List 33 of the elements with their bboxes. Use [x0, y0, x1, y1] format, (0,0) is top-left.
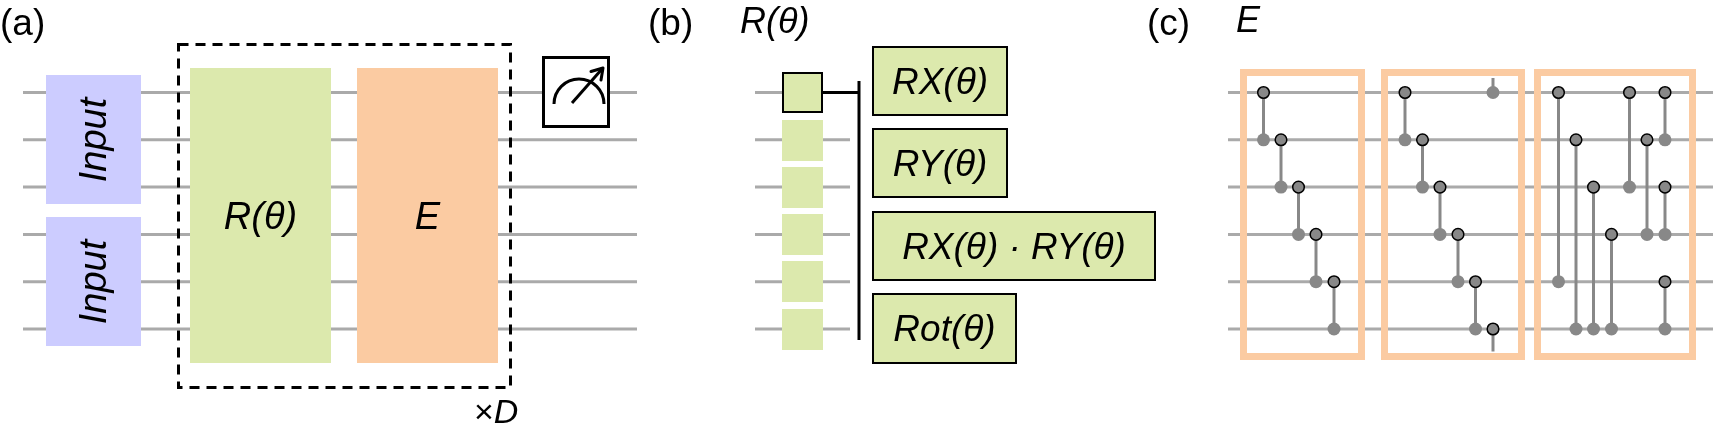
gate-label: RX(θ): [891, 62, 989, 100]
panel-title: E: [1236, 2, 1260, 38]
layer-frame: [1240, 69, 1365, 360]
block-label: Input: [74, 97, 113, 182]
gate-square: [782, 261, 823, 302]
gate-square: [782, 214, 823, 255]
input-block: [46, 75, 141, 204]
block-label: R(θ): [223, 196, 298, 235]
gate-label: RY(θ): [892, 144, 988, 182]
block-label: E: [414, 196, 441, 235]
gate-box: [872, 293, 1017, 364]
gate-box: [872, 211, 1156, 281]
gate-box: [872, 128, 1008, 198]
dashed-frame: [177, 43, 512, 389]
panel-title: R(θ): [740, 3, 810, 39]
gate-box: [872, 46, 1008, 116]
gate-square: [782, 72, 823, 113]
gate-square: [782, 308, 823, 350]
layer-frame: [1381, 69, 1525, 360]
repeat-label: ×D: [474, 394, 519, 428]
panel-label: (c): [1147, 4, 1191, 41]
entangling-block: [357, 68, 498, 363]
measurement-box: [542, 56, 610, 128]
gate-square: [782, 166, 823, 208]
gate-square: [782, 119, 823, 161]
block-label: Input: [74, 239, 113, 324]
gate-label: Rot(θ): [893, 310, 996, 347]
gate-label: RX(θ) · RY(θ): [902, 227, 1126, 265]
panel-label: (b): [648, 4, 694, 41]
panel-label: (a): [0, 4, 46, 41]
layer-frame: [1534, 69, 1696, 360]
rotation-block: [190, 68, 331, 363]
input-block: [46, 217, 141, 346]
